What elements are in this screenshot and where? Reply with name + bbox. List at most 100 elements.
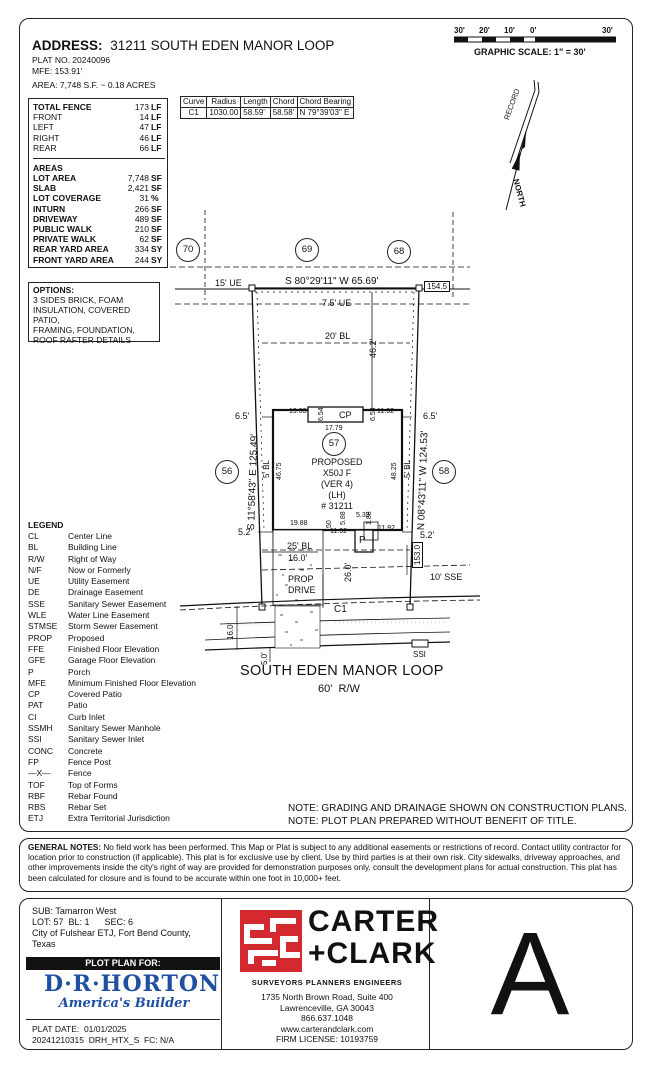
fence-value: 66	[139, 142, 149, 153]
general-notes-frame: GENERAL NOTES: No field work has been pe…	[19, 838, 633, 892]
curve-header-row: Curve Radius Length Chord Chord Bearing	[179, 96, 355, 108]
legend-item: SSI Sanitary Sewer Inlet	[28, 734, 196, 745]
company-services: SURVEYORS PLANNERS ENGINEERS	[251, 978, 403, 987]
area-label: REAR YARD AREA	[33, 244, 109, 255]
scale-tick-5: 30'	[602, 26, 613, 35]
general-notes-text: No field work has been performed. This M…	[28, 843, 622, 883]
legend-desc: Extra Territorial Jurisdiction	[68, 813, 170, 824]
company-address-2: Lawrenceville, GA 30043	[279, 1002, 375, 1013]
curve-c1-label: C1	[334, 604, 347, 615]
note-grading: NOTE: GRADING AND DRAINAGE SHOWN ON CONS…	[288, 803, 627, 814]
legend-desc: Finished Floor Elevation	[68, 643, 160, 654]
legend-abbr: CI	[28, 711, 37, 722]
legend-desc: Water Line Easement	[68, 610, 150, 621]
ssi-label: SSI	[413, 650, 426, 659]
company-logo-icon	[240, 910, 302, 972]
street-name: SOUTH EDEN MANOR LOOP	[240, 663, 444, 679]
north-arrow-icon	[505, 131, 527, 211]
legend-abbr: RBF	[28, 790, 45, 801]
scale-bar	[454, 36, 616, 43]
plat-info: PLAT DATE: 01/01/2025 20241210315 DRH_HT…	[26, 1019, 220, 1046]
area-unit: SY	[151, 244, 163, 255]
area-label: PUBLIC WALK	[33, 224, 93, 235]
area-value: 210	[134, 224, 149, 235]
house-label-line: (VER 4)	[320, 479, 353, 489]
legend-desc: Minimum Finished Floor Elevation	[68, 677, 197, 688]
general-notes: GENERAL NOTES: No field work has been pe…	[28, 843, 624, 884]
fence-value: 46	[139, 132, 149, 143]
job-number: 20241210315 DRH_HTX_S FC: N/A	[32, 1035, 175, 1045]
sse-label: 10' SSE	[430, 572, 463, 582]
legend-desc: Drainage Easement	[68, 587, 144, 598]
lot-number-56: 56	[215, 460, 239, 484]
dim-16-0-front: 16.0'	[226, 622, 235, 640]
area-unit: SF	[151, 173, 162, 183]
prop-drive-line: PROP	[288, 574, 314, 584]
options-line: INSULATION, COVERED PATIO,	[33, 305, 131, 325]
scale-tick-1: 30'	[454, 26, 465, 35]
company-address-1: 1735 North Brown Road, Suite 400	[261, 992, 393, 1002]
covered-patio-label: CP	[339, 410, 352, 420]
note-title: NOTE: PLOT PLAN PREPARED WITHOUT BENEFIT…	[288, 816, 577, 827]
area-value: 2,421	[127, 183, 149, 194]
options-line: ROOF RAFTER DETAILS	[33, 335, 132, 345]
legend-desc: Sanitary Sewer Inlet	[68, 734, 145, 745]
area-unit: SF	[151, 224, 162, 235]
summary-divider	[33, 158, 165, 159]
curve-cell: C1	[179, 107, 208, 119]
bl-25-label: 25' BL	[287, 541, 313, 551]
dim-6-54-right: 6.54	[370, 407, 377, 421]
prop-drive-line: DRIVE	[288, 585, 316, 595]
legend-abbr: SSI	[28, 734, 42, 745]
scale-tick-2: 20'	[479, 26, 490, 35]
side-setback-left-top: 6.5'	[235, 411, 250, 421]
dim-6-54-left: 6.54	[318, 407, 325, 421]
legend-desc: Rebar Set	[68, 802, 107, 813]
lot-number-69: 69	[295, 238, 319, 262]
legend-desc: Utility Easement	[68, 576, 130, 587]
legend-desc: Fence Post	[68, 756, 111, 767]
legend-desc: Fence	[68, 768, 92, 779]
dim-16-0: 16.0'	[288, 553, 308, 563]
house-label-line: (LH)	[328, 490, 346, 500]
builder-name: D·R·HORTON	[44, 971, 221, 997]
bl-5-right: 5' BL	[403, 460, 412, 478]
area-unit: SF	[151, 203, 162, 214]
options-box: OPTIONS: 3 SIDES BRICK, FOAM INSULATION,…	[28, 282, 160, 345]
legend-abbr: PROP	[28, 632, 53, 643]
title-divider-left	[221, 899, 222, 1049]
fence-unit: LF	[151, 122, 162, 133]
bl-20-label: 20' BL	[325, 331, 351, 341]
legend-item: ETJ Extra Territorial Jurisdiction	[28, 813, 196, 824]
legend-abbr: ETJ	[28, 813, 44, 824]
area-unit: SF	[151, 183, 162, 194]
legend-desc: Now or Formerly	[68, 564, 131, 575]
legend-title: LEGEND	[28, 520, 64, 530]
house-label: PROPOSED X50J F (VER 4) (LH) # 31211	[305, 457, 369, 512]
area-label: DRIVEWAY	[33, 213, 78, 224]
rear-bearing: S 80°29'11" W 65.69'	[285, 276, 379, 287]
dim-11-92-b: 11.92	[378, 525, 395, 532]
dim-19-33: 19.33	[289, 408, 307, 415]
legend-desc: Top of Forms	[68, 779, 118, 790]
options-line: 3 SIDES BRICK, FOAM	[33, 295, 124, 305]
company-name: CARTER +CLARK	[308, 906, 439, 970]
sheet-letter: A	[490, 908, 570, 1040]
legend-abbr: STMSE	[28, 621, 58, 632]
